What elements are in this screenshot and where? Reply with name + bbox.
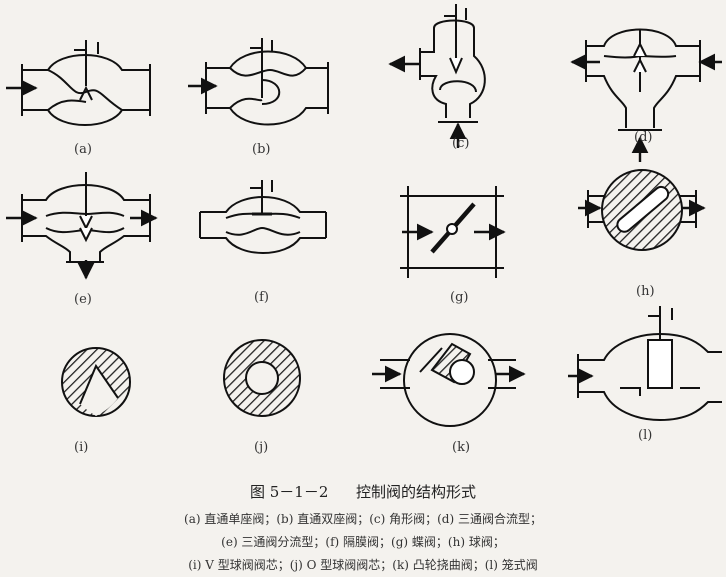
legend-line-1: (a) 直通单座阀；(b) 直通双座阀；(c) 角形阀；(d) 三通阀合流型； [184,512,542,526]
figure-number: 图 5－1－2 [250,483,329,501]
panel-e-three-way-diverting [6,172,158,280]
panel-a-single-seat-valve [6,40,151,126]
panel-k-cam-flex-valve [372,333,526,427]
panel-j-o-ball-core [223,339,301,417]
panel-d-three-way-combining [570,28,722,162]
figure-title: 控制阀的结构形式 [355,483,476,501]
panel-g-butterfly-valve [400,186,506,278]
panel-b-double-seat-valve [188,38,329,126]
panel-label-b: (b) [252,142,271,157]
panel-label-e: (e) [74,292,92,307]
figure-caption: 图 5－1－2 控制阀的结构形式 [0,481,726,502]
panel-h-ball-valve [578,169,706,251]
panel-label-g: (g) [450,290,469,305]
panel-label-d: (d) [634,130,653,145]
panel-label-c: (c) [452,136,470,151]
panel-i-v-ball-core [61,347,131,417]
panel-label-j: (j) [254,440,269,455]
panel-label-k: (k) [452,440,471,455]
panel-label-l: (l) [638,428,653,443]
panel-f-diaphragm-valve [199,180,327,254]
legend-line-3: (i) V 型球阀阀芯；(j) O 型球阀阀芯；(k) 凸轮挠曲阀；(l) 笼式… [188,558,538,572]
legend-line-2: (e) 三通阀分流型；(f) 隔膜阀；(g) 蝶阀；(h) 球阀； [221,535,505,549]
panel-label-f: (f) [254,290,269,305]
panel-c-angle-valve [388,4,486,148]
panel-label-i: (i) [74,440,89,455]
panel-l-cage-valve [568,306,722,422]
panel-label-a: (a) [74,142,92,157]
panel-label-h: (h) [636,284,655,299]
